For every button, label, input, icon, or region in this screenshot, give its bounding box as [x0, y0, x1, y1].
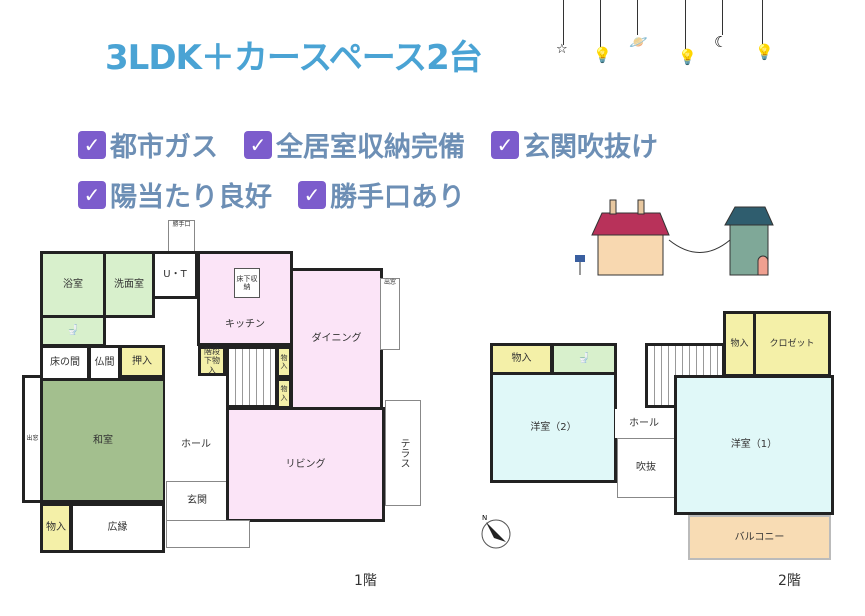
lightbulb-icon: 💡	[593, 46, 612, 64]
entrance-porch	[166, 520, 250, 548]
room-storage: 物入	[276, 378, 292, 409]
room-storage-under-stairs: 階段下物入	[198, 346, 226, 376]
feature-label: 全居室収納完備	[276, 132, 465, 163]
checkbox-checked-icon: ✓	[78, 180, 106, 209]
toilet-icon: 🚽	[577, 353, 591, 364]
room-storage: 物入	[490, 343, 553, 375]
room-hall: ホール	[165, 410, 227, 480]
room-kitchen: キッチン 床下収納	[197, 251, 293, 346]
room-toilet: 🚽	[40, 315, 106, 347]
feature-item: ✓勝手口あり	[298, 175, 465, 214]
star-icon: ☆	[556, 42, 568, 57]
room-toilet: 🚽	[551, 343, 617, 375]
checkbox-checked-icon: ✓	[244, 130, 272, 159]
room-fukinuke: 吹抜	[617, 438, 675, 498]
room-bath: 浴室	[40, 251, 106, 318]
checkbox-checked-icon: ✓	[78, 130, 106, 159]
feature-label: 勝手口あり	[330, 182, 465, 213]
room-oshiire: 押入	[119, 345, 165, 378]
room-washroom: 洗面室	[103, 251, 155, 318]
floor-label-1f: 1階	[354, 573, 377, 589]
underfloor-storage: 床下収納	[234, 268, 260, 298]
room-genkan: 玄関	[166, 481, 228, 521]
floor-label-2f: 2階	[778, 573, 801, 589]
room-ut: U・T	[152, 251, 198, 299]
feature-label: 玄関吹抜け	[523, 132, 658, 163]
feature-item: ✓陽当たり良好	[78, 175, 272, 214]
room-western-2: 洋室（2）	[490, 372, 617, 483]
page-title: 3LDK＋カースペース2台	[105, 38, 483, 78]
lightbulb-icon: 💡	[678, 48, 697, 66]
toilet-icon: 🚽	[66, 325, 80, 336]
lightbulb-icon: 💡	[755, 43, 774, 61]
bay-window: 出窓	[380, 278, 400, 350]
feature-item: ✓都市ガス	[78, 125, 218, 164]
kitchen-label: キッチン	[225, 319, 265, 330]
room-hall: ホール	[615, 409, 673, 438]
room-washitsu: 和室	[40, 378, 165, 503]
room-dining: ダイニング	[290, 268, 383, 410]
room-western-1: 洋室（1）	[674, 375, 834, 515]
feature-row-2: ✓陽当たり良好 ✓勝手口あり	[78, 175, 465, 214]
room-closet: クロゼット	[753, 311, 831, 377]
feature-label: 陽当たり良好	[110, 182, 272, 213]
bay-window: 出窓	[22, 375, 43, 503]
room-storage: 物入	[276, 346, 292, 378]
feature-row-1: ✓都市ガス ✓全居室収納完備 ✓玄関吹抜け	[78, 125, 658, 164]
checkbox-checked-icon: ✓	[298, 180, 326, 209]
checkbox-checked-icon: ✓	[491, 130, 519, 159]
stairs	[226, 346, 278, 408]
room-hiroen: 広縁	[70, 503, 165, 553]
room-storage: 物入	[723, 311, 756, 377]
terrace: テラス	[385, 400, 421, 506]
room-living: リビング	[226, 407, 385, 522]
room-storage: 物入	[40, 503, 72, 553]
moon-icon: ☾	[714, 33, 728, 51]
balcony: バルコニー	[688, 515, 831, 560]
room-butsuma: 仏間	[88, 345, 121, 381]
feature-item: ✓玄関吹抜け	[491, 125, 658, 164]
feature-label: 都市ガス	[110, 132, 218, 163]
svg-text:N: N	[482, 514, 487, 522]
feature-item: ✓全居室収納完備	[244, 125, 465, 164]
room-tokonoma: 床の間	[40, 345, 90, 381]
planet-icon: 🪐	[629, 33, 648, 51]
back-door: 勝手口	[168, 220, 195, 253]
compass-north-icon: N	[481, 514, 511, 549]
houses-illustration	[575, 199, 774, 276]
